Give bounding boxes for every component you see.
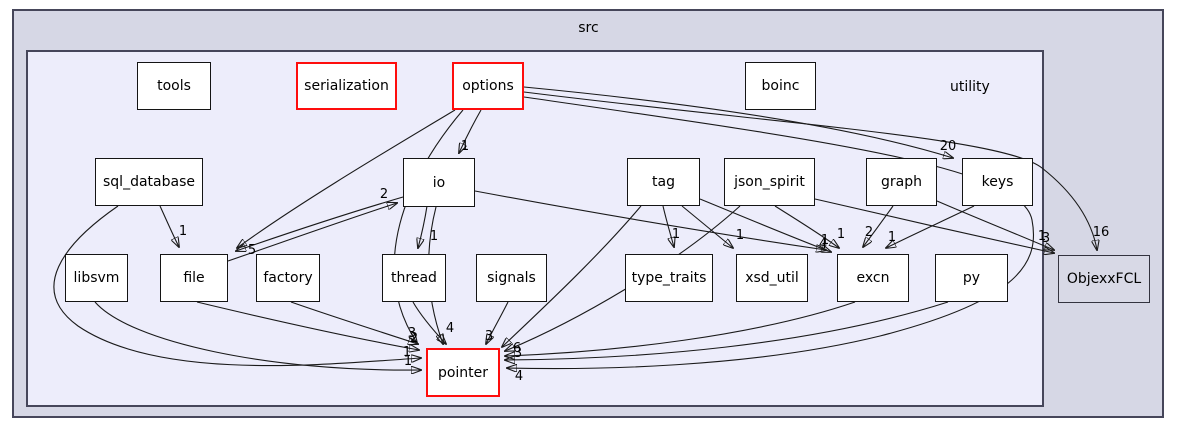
node-boinc[interactable]: boinc <box>745 62 816 110</box>
node-graph[interactable]: graph <box>866 158 937 206</box>
node-tools[interactable]: tools <box>137 62 211 110</box>
node-keys[interactable]: keys <box>962 158 1033 206</box>
node-libsvm[interactable]: libsvm <box>65 254 128 302</box>
src-cluster-label: src <box>578 20 599 36</box>
node-type-traits[interactable]: type_traits <box>625 254 713 302</box>
node-excn[interactable]: excn <box>837 254 909 302</box>
node-sql-database[interactable]: sql_database <box>95 158 203 206</box>
node-json-spirit[interactable]: json_spirit <box>724 158 815 206</box>
node-serialization[interactable]: serialization <box>296 62 397 110</box>
node-thread[interactable]: thread <box>382 254 446 302</box>
node-options[interactable]: options <box>452 62 524 110</box>
node-signals[interactable]: signals <box>476 254 547 302</box>
node-objexxfcl[interactable]: ObjexxFCL <box>1058 255 1150 303</box>
node-tag[interactable]: tag <box>627 158 700 206</box>
node-file[interactable]: file <box>160 254 228 302</box>
node-factory[interactable]: factory <box>256 254 320 302</box>
node-xsd-util[interactable]: xsd_util <box>736 254 808 302</box>
node-pointer[interactable]: pointer <box>426 348 500 397</box>
node-py[interactable]: py <box>935 254 1008 302</box>
node-io[interactable]: io <box>403 158 475 207</box>
utility-cluster-label: utility <box>950 79 990 95</box>
